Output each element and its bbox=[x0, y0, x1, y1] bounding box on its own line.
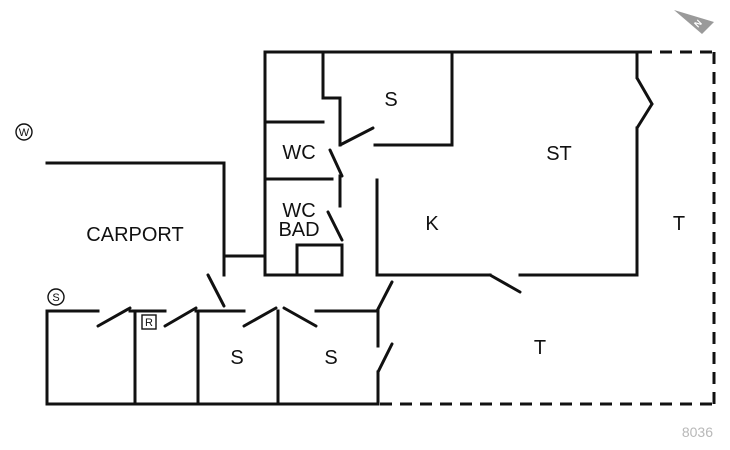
room-label-storage-top: S bbox=[384, 89, 397, 111]
room-label-terrace-right: T bbox=[673, 213, 685, 235]
door-corridor-terrace bbox=[375, 280, 394, 313]
door-storage-1 bbox=[96, 306, 132, 328]
r-box-letter: R bbox=[145, 317, 153, 329]
door-living-terrace bbox=[635, 102, 654, 130]
room-label-terrace-bottom: T bbox=[534, 337, 546, 359]
room-label-wc-bad-line2: BAD bbox=[278, 219, 319, 241]
room-label-storage-right: S bbox=[324, 347, 337, 369]
water-symbol-icon: W bbox=[15, 123, 33, 141]
door-storage bbox=[338, 126, 375, 147]
room-label-storage-left: S bbox=[230, 347, 243, 369]
room-label-wc: WC bbox=[282, 142, 315, 164]
north-arrow-icon: N bbox=[674, 10, 714, 34]
door-storage-terrace bbox=[376, 342, 394, 374]
north-arrow-letter: N bbox=[692, 18, 704, 30]
room-label-wc-bad-line1: WC bbox=[282, 200, 315, 222]
room-label-kitchen: K bbox=[425, 213, 439, 235]
reference-number: 8036 bbox=[682, 424, 713, 440]
door-storage-4 bbox=[282, 306, 318, 328]
r-box-icon: R bbox=[141, 314, 157, 330]
sewer-symbol-icon: S bbox=[47, 288, 65, 306]
door-storage-3 bbox=[242, 306, 278, 328]
door-carport-corridor bbox=[206, 273, 226, 308]
door-wc bbox=[328, 148, 344, 178]
door-kitchen-terrace bbox=[488, 273, 522, 294]
room-label-living: ST bbox=[546, 143, 572, 165]
room-label-carport: CARPORT bbox=[86, 224, 183, 246]
door-living-leaf bbox=[635, 76, 654, 106]
door-storage-2 bbox=[163, 306, 198, 328]
sewer-symbol-letter: S bbox=[52, 292, 59, 304]
door-wcbad bbox=[326, 210, 344, 242]
water-symbol-letter: W bbox=[19, 127, 30, 139]
